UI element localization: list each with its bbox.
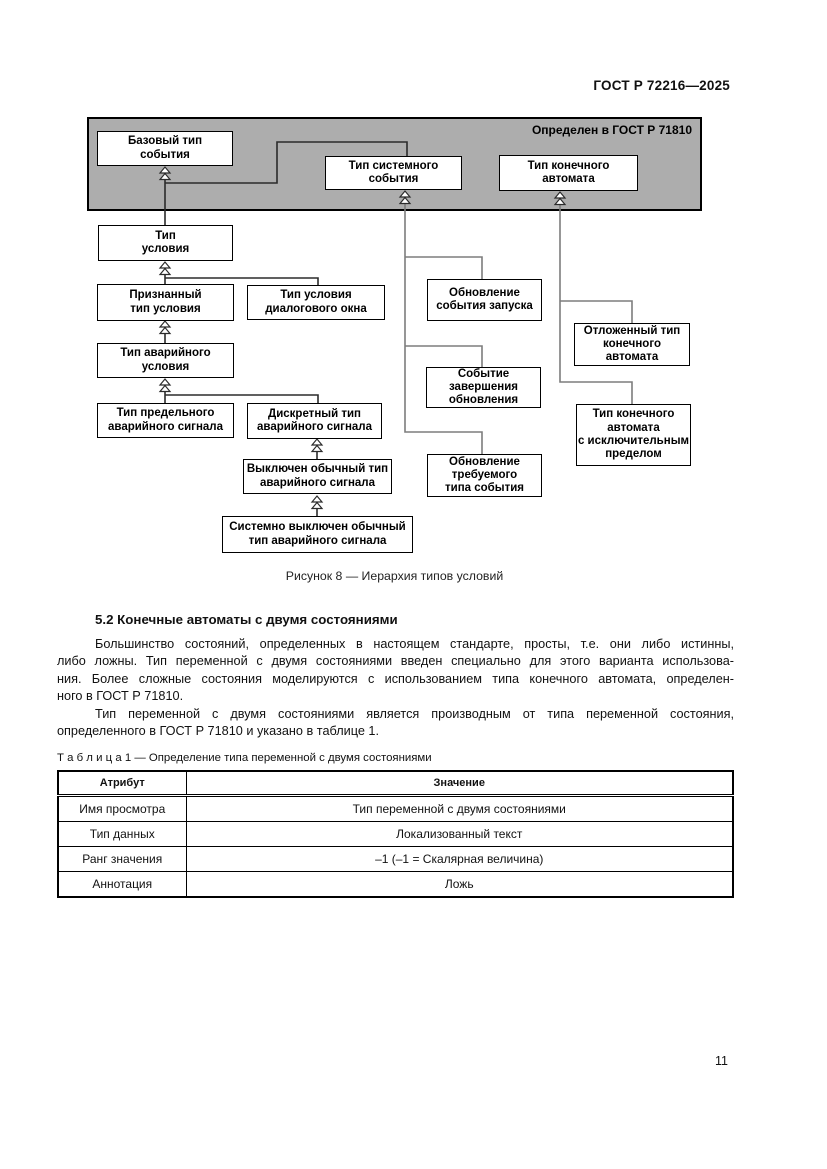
paragraph-line: либо ложны. Тип переменной с двумя состо… — [57, 654, 734, 669]
section-5-2: 5.2 Конечные автоматы с двумя состояниям… — [57, 612, 734, 899]
table-row: Аннотация Ложь — [57, 871, 734, 898]
box-label: Дискретный тип аварийного сигнала — [257, 407, 372, 433]
diagram-box-acknowledged-condition-type: Признанный тип условия — [97, 284, 234, 321]
box-label: Признанный тип условия — [129, 289, 202, 315]
diagram-box-dialog-condition-type: Тип условия диалогового окна — [247, 285, 385, 320]
diagram-box-required-event-type-update: Обновление требуемого типа события — [427, 454, 542, 497]
attributes-table: Атрибут Значение Имя просмотра Тип перем… — [57, 770, 734, 899]
box-label: Тип условия диалогового окна — [265, 289, 367, 315]
paragraph-line: Большинство состояний, определенных в на… — [95, 637, 734, 651]
table-header-value: Значение — [185, 770, 734, 798]
box-label: Тип предельного аварийного сигнала — [108, 407, 223, 433]
table-row: Ранг значения –1 (–1 = Скалярная величин… — [57, 846, 734, 873]
table-row: Тип данных Локализованный текст — [57, 821, 734, 848]
value-cell: –1 (–1 = Скалярная величина) — [185, 846, 734, 873]
diagram-box-limit-alarm-type: Тип предельного аварийного сигнала — [97, 403, 234, 438]
value-cell: Ложь — [185, 871, 734, 898]
diagram-box-off-normal-alarm-type: Выключен обычный тип аварийного сигнала — [243, 459, 392, 494]
diagram-box-alarm-condition-type: Тип аварийного условия — [97, 343, 234, 378]
attribute-cell: Тип данных — [57, 821, 187, 848]
diagram-box-system-event-type: Тип системного события — [325, 156, 462, 190]
box-label: Тип условия — [141, 229, 190, 255]
table-row: Имя просмотра Тип переменной с двумя сос… — [57, 795, 734, 823]
value-cell: Локализованный текст — [185, 821, 734, 848]
box-label: Выключен обычный тип аварийного сигнала — [246, 463, 389, 489]
figure-caption: Рисунок 8 — Иерархия типов условий — [285, 569, 504, 583]
paragraph-line: Тип переменной с двумя состояниями являе… — [95, 706, 734, 721]
paragraph-line: определенного в ГОСТ Р 71810 и указано в… — [57, 724, 379, 739]
table-header-attribute: Атрибут — [57, 770, 187, 798]
paragraph-line: ния. Более сложные состояния моделируютс… — [57, 671, 734, 686]
diagram-box-trigger-event-update: Обновление события запуска — [427, 279, 542, 321]
attribute-cell: Ранг значения — [57, 846, 187, 873]
attribute-cell: Аннотация — [57, 871, 187, 898]
box-label: Обновление требуемого типа события — [445, 455, 524, 495]
box-label: Тип системного события — [348, 159, 439, 185]
box-label: Событие завершения обновления — [448, 367, 519, 407]
box-label: Отложенный тип конечного автомата — [583, 324, 681, 364]
box-label: Тип аварийного условия — [120, 347, 211, 373]
attribute-cell: Имя просмотра — [57, 795, 187, 823]
diagram-box-base-event-type: Базовый тип события — [97, 131, 233, 166]
box-label: Тип конечного автомата — [527, 159, 610, 185]
box-label: Обновление события запуска — [436, 286, 533, 312]
box-label: Базовый тип события — [127, 135, 203, 161]
box-label: Системно выключен обычный тип аварийного… — [229, 521, 406, 547]
page-header: ГОСТ Р 72216—2025 — [593, 78, 730, 93]
panel-label: Определен в ГОСТ Р 71810 — [531, 123, 692, 137]
paragraph-1: Большинство состояний, определенных в на… — [57, 636, 734, 706]
diagram-box-state-machine-type: Тип конечного автомата — [499, 155, 638, 191]
diagram-box-deferred-state-machine-type: Отложенный тип конечного автомата — [574, 323, 690, 366]
box-label: Тип конечного автомата с исключительным … — [577, 408, 690, 461]
paragraph-line: ного в ГОСТ Р 71810. — [57, 689, 184, 704]
value-cell: Тип переменной с двумя состояниями — [185, 795, 734, 823]
diagram-box-system-off-normal-alarm-type: Системно выключен обычный тип аварийного… — [222, 516, 413, 553]
section-heading: 5.2 Конечные автоматы с двумя состояниям… — [95, 612, 398, 627]
diagram-box-discrete-alarm-type: Дискретный тип аварийного сигнала — [247, 403, 382, 439]
diagram-box-update-complete-event: Событие завершения обновления — [426, 367, 541, 408]
table-caption-text: — Определение типа переменной с двумя со… — [131, 752, 432, 765]
table-header-row: Атрибут Значение — [57, 770, 734, 798]
paragraph-2: Тип переменной с двумя состояниями являе… — [57, 706, 734, 741]
table-caption: Т а б л и ц а 1 — Определение типа перем… — [57, 752, 734, 764]
diagram-box-condition-type: Тип условия — [98, 225, 233, 261]
page-number: 11 — [715, 1054, 728, 1068]
diagram-box-exclusive-limit-state-machine-type: Тип конечного автомата с исключительным … — [576, 404, 691, 466]
table-caption-label: Т а б л и ц а 1 — [57, 752, 132, 765]
